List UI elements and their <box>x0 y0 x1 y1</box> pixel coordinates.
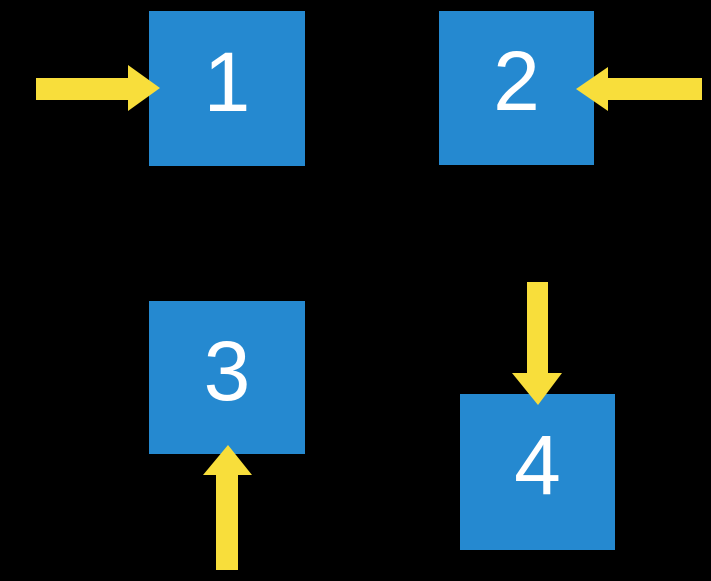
numbered-box-1: 1 <box>149 11 305 166</box>
box-1-label: 1 <box>203 34 251 129</box>
arrow-right-icon <box>36 65 160 111</box>
numbered-box-4: 4 <box>460 394 615 550</box>
numbered-box-2: 2 <box>439 11 594 165</box>
box-2-label: 2 <box>493 34 540 128</box>
box-3-label: 3 <box>203 323 251 418</box>
numbered-box-3: 3 <box>149 301 305 454</box>
box-4-label: 4 <box>514 418 561 512</box>
arrow-down-icon <box>512 282 562 405</box>
arrow-left-icon <box>576 67 702 111</box>
arrow-up-icon <box>203 445 252 570</box>
